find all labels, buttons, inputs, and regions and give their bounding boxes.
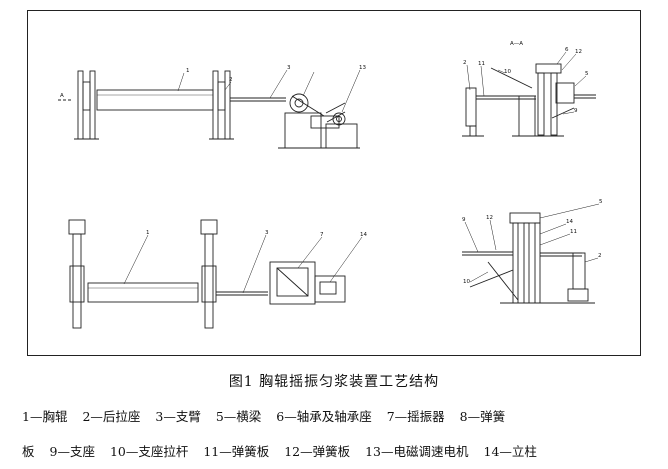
plan-view: [68, 219, 363, 329]
legend-item: 板: [22, 444, 35, 459]
breast-roll-plan: [87, 282, 199, 303]
callout-2: 2: [463, 60, 467, 66]
callouts-side: A—A 2 11 10 6 12 5 9: [463, 41, 589, 114]
callouts-front: 1 2 3 13 A: [60, 65, 366, 99]
legend-item: 6—轴承及轴承座: [276, 409, 372, 424]
callout-7: 7: [320, 232, 324, 238]
section-title-aa: A—A: [510, 41, 523, 47]
callout-3: 3: [287, 65, 291, 71]
drawing-frame: [27, 10, 641, 356]
callout-12: 12: [575, 49, 582, 55]
front-view: [58, 69, 361, 149]
callout-5: 5: [599, 199, 603, 205]
legend-item: 9—支座: [49, 444, 95, 459]
callout-13: 13: [359, 65, 366, 71]
callout-9: 9: [574, 108, 578, 114]
figure-caption: 图1 胸辊摇振匀浆装置工艺结构: [228, 374, 440, 390]
callout-5: 5: [585, 71, 589, 77]
legend-item: 7—摇振器: [386, 409, 445, 424]
callout-2: 2: [598, 253, 602, 259]
legend-item: 14—立柱: [483, 444, 537, 459]
callout-10: 10: [504, 69, 511, 75]
legend-item: 5—横梁: [215, 409, 262, 424]
legend-item: 13—电磁调速电机: [365, 444, 469, 459]
callout-1: 1: [186, 68, 190, 74]
callout-11: 11: [478, 61, 485, 67]
side-view-2: [462, 203, 600, 304]
section-mark-a: A: [60, 93, 64, 99]
legend-item: 1—胸辊: [22, 409, 68, 424]
side-view: [462, 51, 596, 137]
breast-roll: [96, 89, 214, 111]
callout-1: 1: [146, 230, 150, 236]
callout-10: 10: [463, 279, 470, 285]
callout-6: 6: [565, 47, 569, 53]
vibrator-disc: [289, 93, 309, 113]
callout-12: 12: [486, 215, 493, 221]
callout-3: 3: [265, 230, 269, 236]
callout-14: 14: [566, 219, 573, 225]
legend-item: 2—后拉座: [82, 409, 141, 424]
legend-item: 8—弹簧: [459, 409, 506, 424]
callouts-plan: 1 3 7 14: [146, 230, 367, 238]
legend-item: 12—弹簧板: [284, 444, 351, 459]
legend-line-1: 1—胸辊 2—后拉座 3—支臂 5—横梁 6—轴承及轴承座 7—摇振器 8—弹簧: [22, 406, 505, 425]
legend-item: 3—支臂: [155, 409, 201, 424]
legend-item: 11—弹簧板: [203, 444, 270, 459]
legend-line-2: 板 9—支座 10—支座拉杆 11—弹簧板 12—弹簧板 13—电磁调速电机 1…: [22, 441, 537, 460]
engineering-drawing: 1 2 3 13 A A—A 2 11 10 6 12 5 9 1 3 7 14…: [58, 41, 603, 329]
callout-9: 9: [462, 217, 466, 223]
callouts-side-2: 5 9 12 14 11 10 2: [462, 199, 603, 285]
callout-2: 2: [229, 77, 233, 83]
legend-item: 10—支座拉杆: [109, 444, 189, 459]
callout-14: 14: [360, 232, 367, 238]
callout-11: 11: [570, 229, 577, 235]
